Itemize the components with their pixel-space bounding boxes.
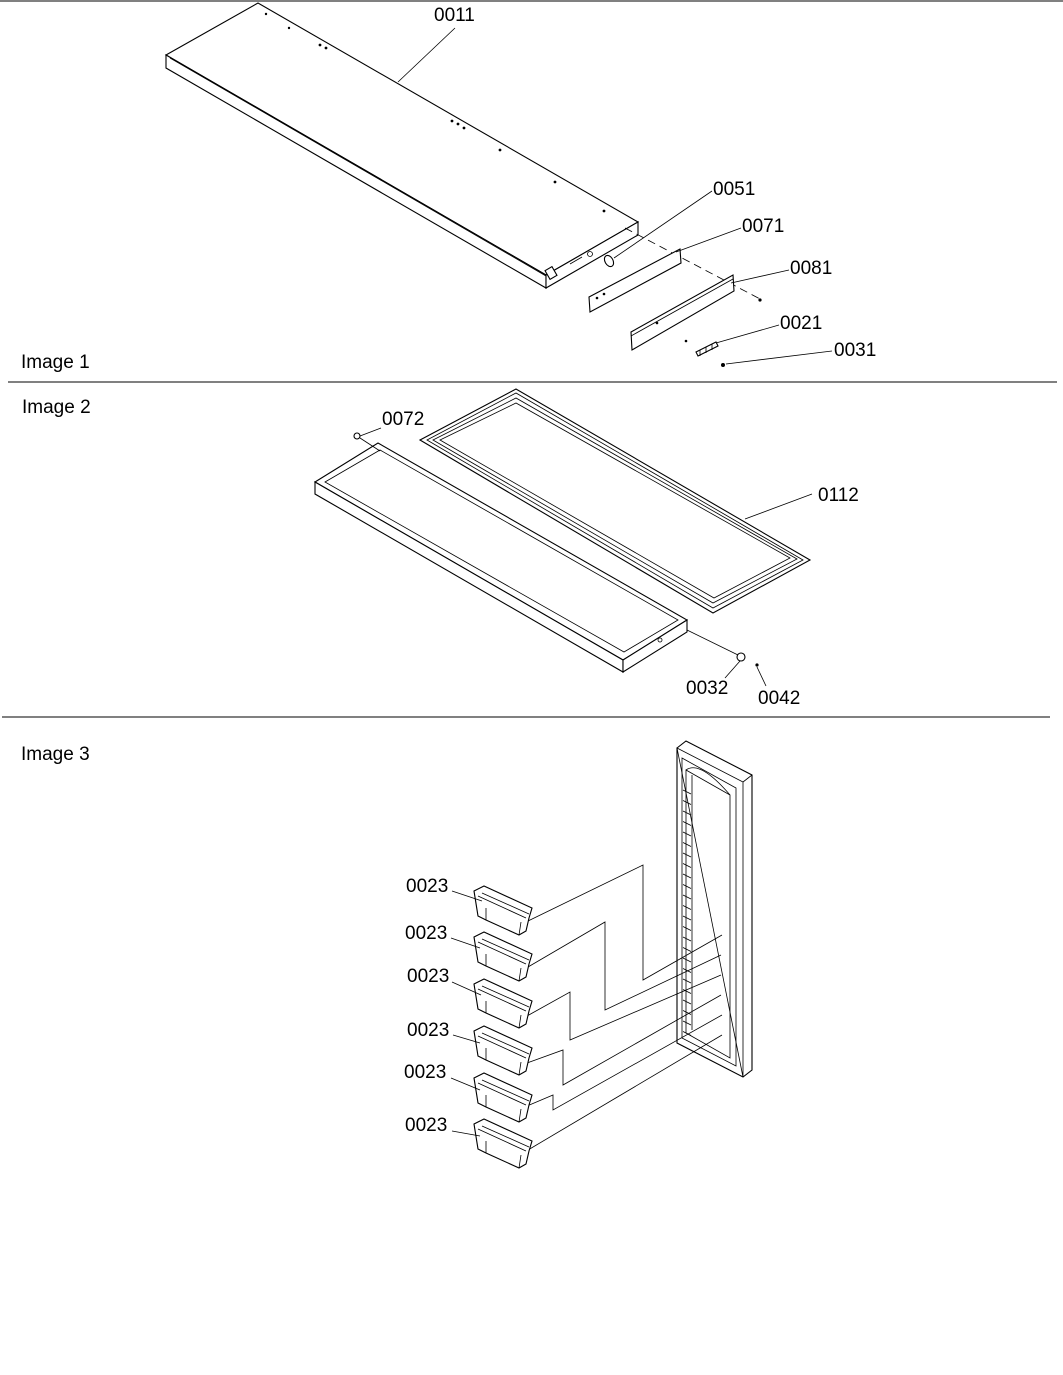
callout-0023-bin-6: 0023 [405, 1115, 447, 1136]
callout-0023-bin-5: 0023 [404, 1062, 446, 1083]
callout-0021: 0021 [780, 313, 822, 334]
section-label-image-2: Image 2 [22, 397, 91, 418]
door-bin-6 [473, 1118, 533, 1169]
door-frame [313, 442, 689, 673]
callout-0112: 0112 [818, 485, 859, 506]
door-bin-1 [473, 885, 533, 936]
part-0042-shape [755, 663, 759, 667]
callout-0071: 0071 [742, 216, 784, 237]
panel-0011 [164, 2, 640, 289]
callout-0023-bin-2: 0023 [405, 923, 447, 944]
callout-0023-bin-1: 0023 [406, 876, 448, 897]
door-liner [676, 740, 753, 1078]
door-bin-5 [473, 1072, 533, 1123]
section-label-image-1: Image 1 [21, 352, 90, 373]
image-3-drawing [450, 740, 753, 1169]
door-bin-2 [473, 931, 533, 982]
part-0072-shape [353, 432, 361, 440]
part-0021-shape [695, 341, 719, 357]
callout-0032: 0032 [686, 678, 728, 699]
door-bin-4 [473, 1025, 533, 1076]
callout-0042: 0042 [758, 688, 800, 709]
callout-0051: 0051 [713, 179, 755, 200]
callout-0023-bin-3: 0023 [407, 966, 449, 987]
part-0032-shape [736, 652, 746, 662]
callout-0011: 0011 [434, 5, 475, 26]
part-0051-shape [603, 254, 615, 268]
callout-0023-bin-4: 0023 [407, 1020, 449, 1041]
door-bin-3 [473, 978, 533, 1029]
image-1-drawing [164, 2, 833, 367]
liner-shelf-ribs [682, 789, 692, 1036]
callout-0072: 0072 [382, 409, 424, 430]
part-0031-shape [721, 363, 725, 367]
part-0071-shape [588, 248, 682, 313]
callout-0031: 0031 [834, 340, 876, 361]
image-2-drawing [313, 388, 813, 687]
callout-0081: 0081 [790, 258, 832, 279]
section-label-image-3: Image 3 [21, 744, 90, 765]
gasket-0112 [418, 388, 812, 614]
part-0081-shape [630, 274, 735, 351]
door-bins [473, 885, 533, 1169]
